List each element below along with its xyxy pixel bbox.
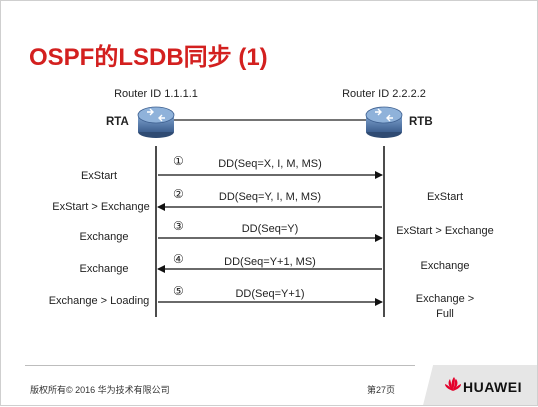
footer-page-number: 第27页: [367, 385, 396, 395]
step-number-2: ②: [173, 187, 184, 201]
message-step-4: DD(Seq=Y+1, MS): [224, 256, 316, 268]
step-number-5: ⑤: [173, 284, 184, 298]
step-number-1: ①: [173, 154, 184, 168]
footer-logo-bar: [413, 365, 537, 405]
footer-copyright: 版权所有© 2016 华为技术有限公司: [30, 385, 170, 395]
message-step-3: DD(Seq=Y): [241, 223, 299, 235]
rtb-state-step-4: Exchange: [420, 260, 470, 272]
rta-state-step-5: Exchange > Loading: [48, 295, 150, 307]
step-number-4: ④: [173, 252, 184, 266]
router-icon-rtb: [365, 106, 403, 138]
huawei-logo-icon: [445, 377, 461, 391]
footer-divider: [25, 365, 415, 366]
router-id-rta: Router ID 1.1.1.1: [114, 88, 198, 100]
message-step-2: DD(Seq=Y, I, M, MS): [218, 191, 322, 203]
rtb-state-step-5: Exchange >: [415, 293, 475, 305]
router-icon-rta: [137, 106, 175, 138]
router-name-rtb: RTB: [409, 116, 433, 128]
page-title: OSPF的LSDB同步 (1): [29, 44, 268, 71]
rtb-state-step-5-line-2: Full: [436, 308, 454, 320]
step-number-3: ③: [173, 219, 184, 233]
rta-state-step-4: Exchange: [79, 263, 129, 275]
message-step-1: DD(Seq=X, I, M, MS): [218, 158, 322, 170]
rta-state-step-2: ExStart > Exchange: [52, 201, 150, 213]
rta-state-step-3: Exchange: [79, 231, 129, 243]
rta-state-step-1: ExStart: [80, 170, 118, 182]
message-step-5: DD(Seq=Y+1): [235, 288, 305, 300]
rtb-state-step-2: ExStart: [426, 191, 464, 203]
rtb-state-step-3: ExStart > Exchange: [396, 225, 494, 237]
huawei-logo-text: HUAWEI: [463, 379, 522, 395]
router-id-rtb: Router ID 2.2.2.2: [342, 88, 426, 100]
router-name-rta: RTA: [106, 116, 129, 128]
